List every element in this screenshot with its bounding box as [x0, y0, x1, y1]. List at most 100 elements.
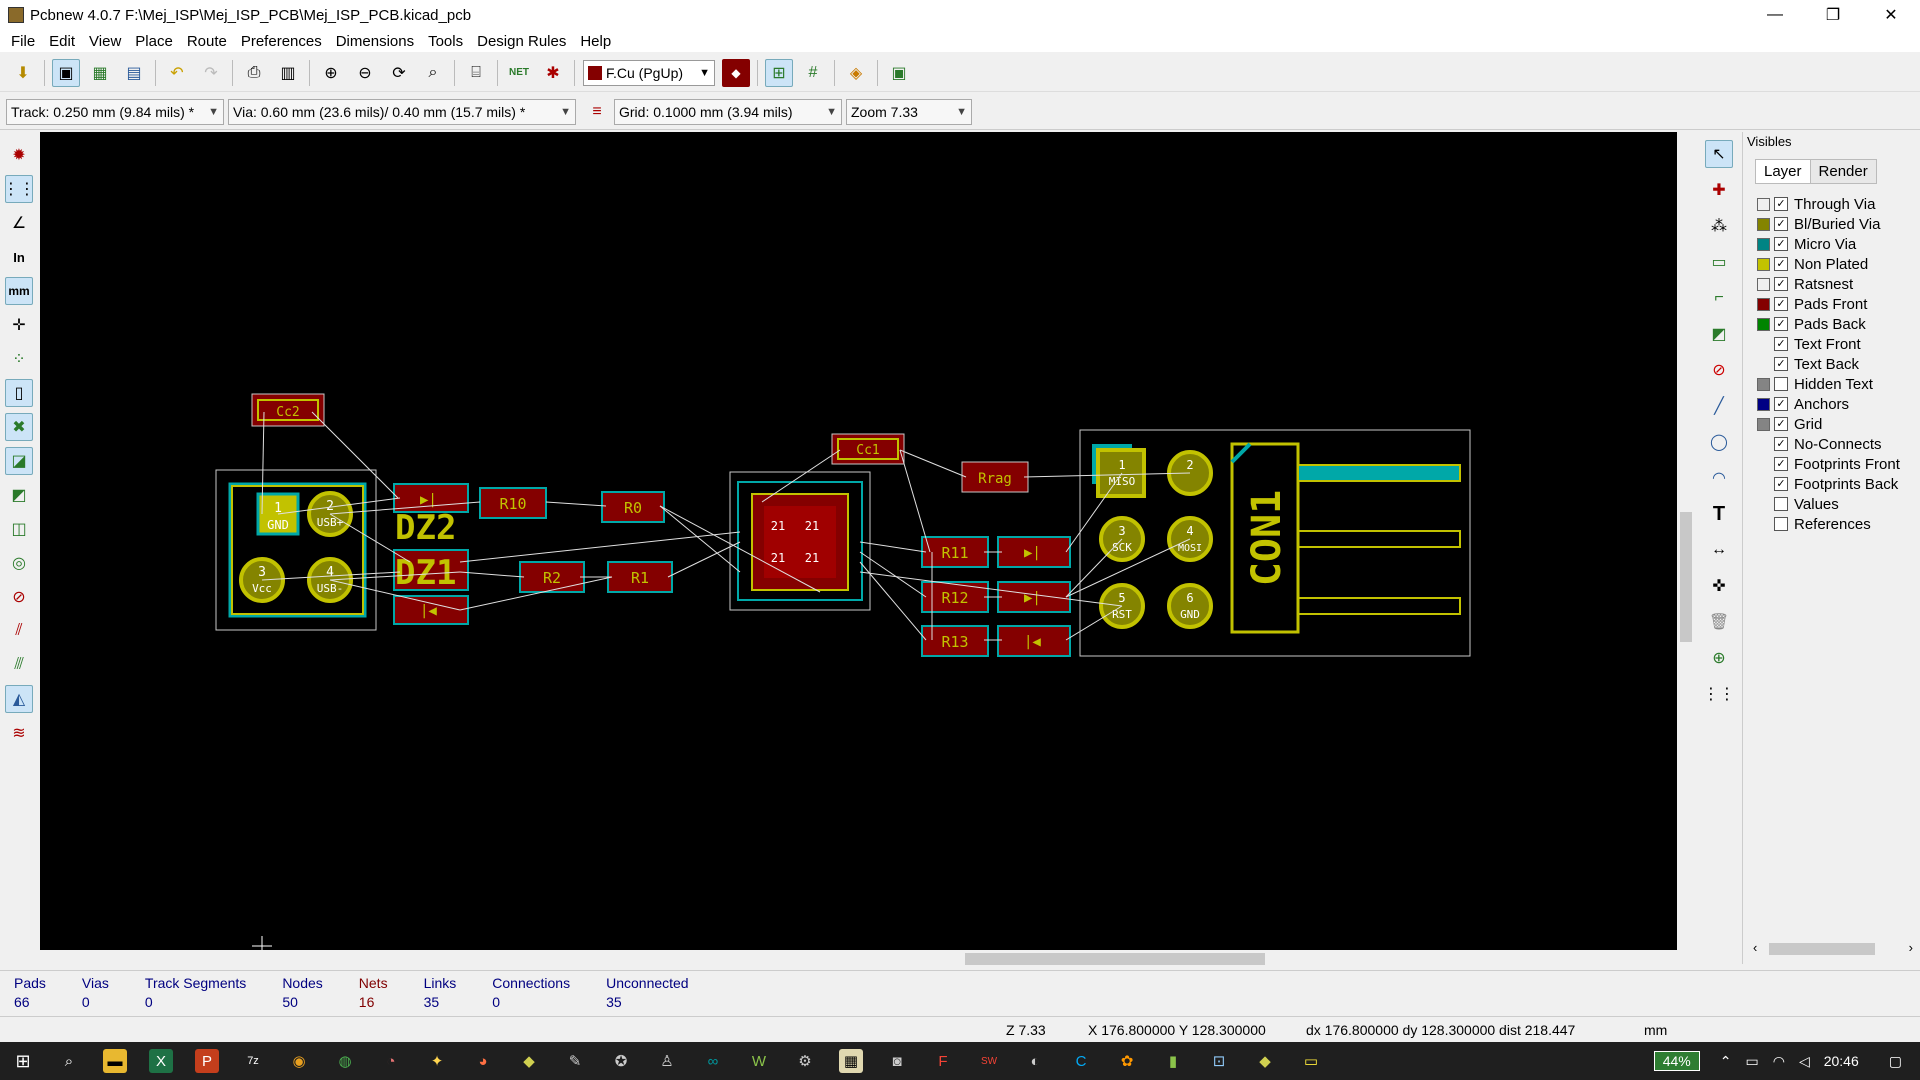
high-contrast-icon[interactable]: ⫻ — [14, 656, 24, 673]
zoom-select[interactable]: Zoom 7.33 ▼ — [846, 98, 972, 125]
mode-footprint-icon[interactable]: ⊞ — [765, 58, 793, 87]
color-swatch[interactable] — [1757, 197, 1770, 211]
menu-preferences[interactable]: Preferences — [240, 32, 322, 50]
netlist-icon[interactable]: NET — [509, 67, 529, 78]
kicad-icon[interactable]: ◆ — [523, 1053, 535, 1070]
redo-icon[interactable]: ↷ — [204, 64, 218, 82]
color-swatch[interactable] — [1757, 317, 1770, 331]
autoplace-icon[interactable]: ◈ — [849, 64, 863, 82]
zoom-out-icon[interactable]: ⊖ — [358, 64, 372, 82]
checkbox[interactable]: ✓ — [1774, 317, 1788, 331]
checkbox[interactable]: ✓ — [1774, 277, 1788, 291]
app-icon[interactable]: ▮ — [1168, 1053, 1178, 1070]
app-icon[interactable]: ◆ — [1259, 1053, 1271, 1070]
highlight-net-icon[interactable]: ✚ — [1712, 182, 1726, 199]
add-arc-icon[interactable]: ◠ — [1712, 470, 1726, 487]
mode-track-icon[interactable]: # — [808, 63, 818, 81]
chevron-up-icon[interactable]: ⌃ — [1719, 1052, 1732, 1069]
via-sketch-icon[interactable]: ⊘ — [12, 589, 26, 606]
visibles-scroll-thumb[interactable] — [1769, 943, 1875, 955]
checkbox[interactable]: ✓ — [1774, 217, 1788, 231]
menu-dimensions[interactable]: Dimensions — [335, 32, 415, 50]
checkbox[interactable] — [1774, 517, 1788, 531]
save-icon[interactable]: ⬇ — [16, 64, 30, 82]
drc-icon[interactable]: ✱ — [546, 64, 560, 82]
vertical-scroll-thumb[interactable] — [1680, 512, 1692, 642]
app-icon[interactable]: SW — [980, 1055, 998, 1067]
chevron-right-icon[interactable]: › — [1908, 940, 1913, 955]
app-icon[interactable]: C — [1075, 1052, 1087, 1070]
pcbnew-taskbar-icon[interactable]: ▦ — [839, 1049, 863, 1073]
add-target-icon[interactable]: ✜ — [1712, 578, 1726, 595]
notifications-icon[interactable]: ▢ — [1888, 1052, 1902, 1069]
grid-select[interactable]: Grid: 0.1000 mm (3.94 mils) ▼ — [614, 98, 842, 125]
print-icon[interactable]: ⎙ — [247, 63, 261, 81]
zoom-in-icon[interactable]: ⊕ — [324, 64, 338, 82]
minimize-button[interactable]: — — [1767, 6, 1783, 23]
undo-icon[interactable]: ↶ — [170, 64, 184, 82]
menu-design-rules[interactable]: Design Rules — [477, 32, 567, 50]
checkbox[interactable] — [1774, 497, 1788, 511]
drill-origin-icon[interactable]: ⊕ — [1712, 650, 1726, 667]
horizontal-scroll-thumb[interactable] — [965, 953, 1265, 965]
checkbox[interactable]: ✓ — [1774, 457, 1788, 471]
app-icon[interactable]: ◔ — [386, 1052, 396, 1070]
visibles-scrollbar[interactable]: ‹ › — [1753, 940, 1913, 958]
add-text-icon[interactable]: T — [1712, 502, 1726, 525]
volume-icon[interactable]: ◁ — [1798, 1052, 1810, 1069]
footprint-browser-icon[interactable]: ▤ — [126, 64, 142, 82]
checkbox[interactable]: ✓ — [1774, 357, 1788, 371]
clock[interactable]: 20:46 — [1823, 1053, 1859, 1069]
checkbox[interactable]: ✓ — [1774, 197, 1788, 211]
route-track-icon[interactable]: ⌐ — [1714, 289, 1724, 306]
pcb-drawing[interactable]: 1 GND 2 USB+ 3 Vcc 4 USB- Cc2 ▶| DZ2 DZ1… — [40, 132, 1677, 950]
color-swatch[interactable] — [1757, 417, 1770, 431]
chevron-left-icon[interactable]: ‹ — [1753, 940, 1758, 955]
page-settings-icon[interactable]: ▣ — [52, 58, 80, 87]
add-dimension-icon[interactable]: ↔ — [1711, 541, 1727, 558]
checkbox[interactable]: ✓ — [1774, 477, 1788, 491]
canvas-vertical-scrollbar[interactable] — [1677, 132, 1695, 950]
find-icon[interactable]: ⌸ — [471, 63, 481, 81]
checkbox[interactable]: ✓ — [1774, 437, 1788, 451]
arduino-icon[interactable]: ∞ — [707, 1052, 719, 1070]
menu-tools[interactable]: Tools — [428, 32, 464, 50]
menu-help[interactable]: Help — [580, 32, 612, 50]
color-swatch[interactable] — [1757, 237, 1770, 251]
app-icon[interactable]: ◐ — [1030, 1052, 1040, 1070]
checkbox[interactable]: ✓ — [1774, 257, 1788, 271]
checkbox[interactable] — [1774, 377, 1788, 391]
color-swatch[interactable] — [1757, 217, 1770, 231]
layer-pair-icon[interactable]: ◆ — [722, 58, 750, 87]
zone-outline-icon[interactable]: ◩ — [11, 487, 27, 504]
windows-start-icon[interactable]: ⊞ — [15, 1050, 31, 1071]
powerpoint-icon[interactable]: P — [195, 1049, 219, 1073]
via-size-select[interactable]: Via: 0.60 mm (23.6 mils)/ 0.40 mm (15.7 … — [228, 98, 576, 125]
settings-icon[interactable]: ⚙ — [798, 1053, 812, 1070]
color-swatch[interactable] — [1757, 277, 1770, 291]
search-icon[interactable]: ⌕ — [64, 1052, 74, 1070]
file-explorer-icon[interactable]: ▬ — [103, 1049, 127, 1073]
color-swatch[interactable] — [1757, 257, 1770, 271]
app-icon[interactable]: ◍ — [338, 1053, 352, 1070]
drc-toggle-icon[interactable]: ✹ — [12, 147, 26, 164]
pad-sketch-icon[interactable]: ◎ — [12, 555, 26, 572]
color-swatch[interactable] — [1757, 297, 1770, 311]
maximize-button[interactable]: ❐ — [1825, 7, 1841, 24]
zoom-fit-icon[interactable]: ⌕ — [428, 63, 438, 81]
plot-icon[interactable]: ▥ — [280, 64, 296, 82]
layer-selector[interactable]: F.Cu (PgUp) ▼ — [583, 59, 715, 86]
layers-manager-icon[interactable]: ◭ — [5, 685, 33, 713]
polar-coords-icon[interactable]: ∠ — [11, 215, 27, 232]
firefox-icon[interactable]: ◕ — [478, 1052, 488, 1070]
tab-render[interactable]: Render — [1809, 159, 1877, 184]
tab-layer[interactable]: Layer — [1755, 159, 1811, 184]
scripting-console-icon[interactable]: ▣ — [891, 64, 907, 82]
microwave-toolbar-icon[interactable]: ≋ — [12, 725, 26, 742]
app-icon[interactable]: ✦ — [430, 1053, 444, 1070]
add-line-icon[interactable]: ╱ — [1714, 398, 1724, 415]
app-icon[interactable]: ✎ — [568, 1053, 582, 1070]
module-ratsnest-icon[interactable]: ▯ — [5, 379, 33, 407]
zone-sketch-icon[interactable]: ◫ — [11, 521, 27, 538]
pcb-canvas[interactable]: 1 GND 2 USB+ 3 Vcc 4 USB- Cc2 ▶| DZ2 DZ1… — [40, 132, 1677, 950]
